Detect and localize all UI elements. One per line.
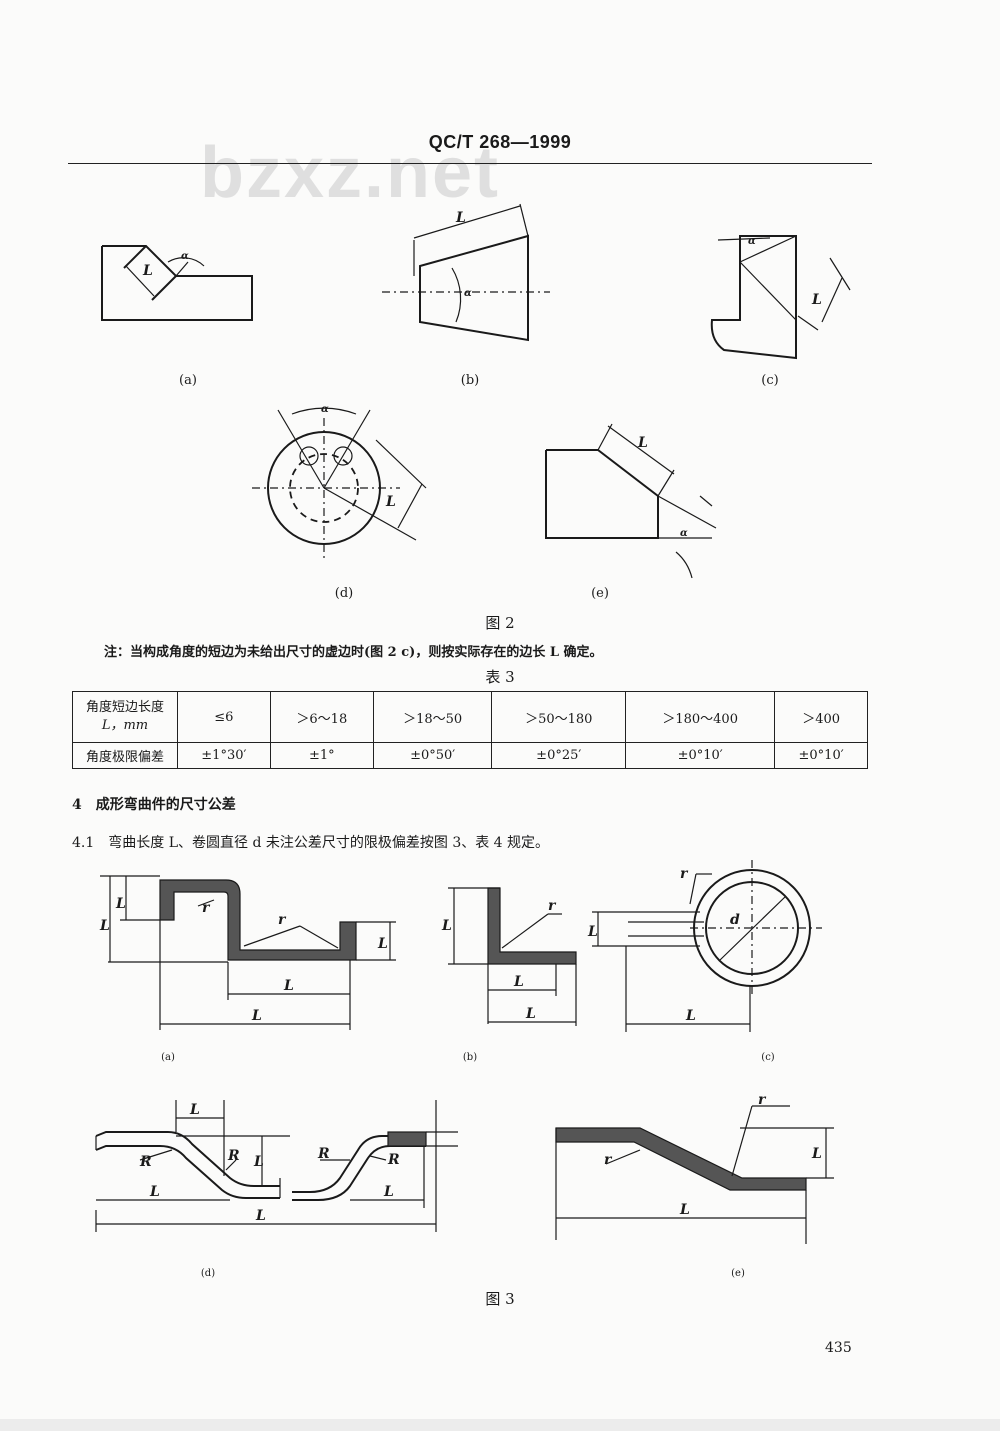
table-header-length: 角度短边长度 L，mm: [72, 691, 178, 743]
table-cell: ＞18～50: [372, 691, 493, 743]
table-3-title: 表 3: [485, 668, 515, 686]
fig3a-length-label-bottom: L: [283, 978, 294, 994]
fig3d-length-label-left: L: [149, 1184, 160, 1200]
page-number: 435: [825, 1340, 852, 1356]
fig2b-length-label: L: [455, 210, 466, 226]
table-3: 角度短边长度 L，mm ≤6 ＞6～18 ＞18～50 ＞50～180 ＞180…: [72, 691, 868, 769]
fig3a-length-label-outer: L: [99, 918, 110, 934]
figure-3d: L L L L L R R R R (d): [95, 1100, 458, 1279]
table-cell: ±1°30′: [177, 742, 271, 769]
row-header-unit: L，mm: [101, 718, 149, 733]
table-cell: ＞50～180: [491, 691, 627, 743]
figure-2b: L α (b): [382, 203, 550, 388]
fig3d-length-label-total: L: [255, 1208, 266, 1224]
figure-3: L L L L L r r (a) L L L r (b): [95, 860, 834, 1279]
table-cell: ±0°10′: [625, 742, 776, 769]
fig3a-length-label-right: L: [377, 936, 388, 952]
figure-3b: L L L r (b): [441, 887, 577, 1063]
fig3a-caption: (a): [161, 1052, 175, 1063]
fig3c-length-label-left: L: [587, 924, 598, 940]
fig2b-angle-label: α: [464, 288, 472, 299]
table-row: 角度短边长度 L，mm ≤6 ＞6～18 ＞18～50 ＞50～180 ＞180…: [72, 691, 868, 743]
fig3d-length-label-right: L: [383, 1184, 394, 1200]
table-cell: ±0°10′: [774, 742, 868, 769]
fig3e-length-label-vert: L: [811, 1146, 822, 1162]
section-4-heading: 4 成形弯曲件的尺寸公差: [72, 797, 236, 813]
fig3a-radius-label: r: [202, 900, 211, 916]
fig3d-radius-label-4: R: [387, 1152, 400, 1168]
standard-code: QC/T 268—1999: [428, 132, 572, 152]
fig2d-length-label: L: [385, 494, 396, 510]
fig2e-caption: (e): [591, 586, 609, 601]
watermark: bzxz.net: [200, 133, 501, 213]
figure-note: 注：当构成角度的短边为未给出尺寸的虚边时(图 2 c)，则按实际存在的边长 L …: [104, 645, 603, 660]
fig3b-radius-label: r: [548, 898, 557, 914]
fig3d-radius-label-3: R: [317, 1146, 330, 1162]
fig3d-radius-label-1: R: [139, 1154, 152, 1170]
table-cell: ±0°25′: [491, 742, 627, 769]
fig3c-caption: (c): [761, 1052, 775, 1063]
fig2c-length-label: L: [811, 292, 822, 308]
fig3e-radius-label-1: r: [758, 1092, 767, 1108]
figure-2a: L α (a): [101, 245, 253, 388]
fig3c-diameter-label: d: [730, 912, 740, 928]
fig3d-length-label-top: L: [189, 1102, 200, 1118]
fig2d-caption: (d): [335, 586, 353, 601]
fig3b-length-label-total: L: [525, 1006, 536, 1022]
fig2b-caption: (b): [461, 373, 479, 388]
table-cell: ＞180～400: [625, 691, 776, 743]
fig3e-length-label-total: L: [679, 1202, 690, 1218]
figure-2-title: 图 2: [485, 614, 515, 632]
table-row: 角度极限偏差 ±1°30′ ±1° ±0°50′ ±0°25′ ±0°10′ ±…: [72, 742, 868, 769]
figure-3-title: 图 3: [485, 1290, 515, 1308]
row-header-label: 角度短边长度: [85, 700, 164, 715]
clause-4-1: 4.1 弯曲长度 L、卷圆直径 d 未注公差尺寸的限极偏差按图 3、表 4 规定…: [72, 835, 550, 851]
fig3b-length-label-left: L: [441, 918, 452, 934]
footer-strip: [0, 1419, 1000, 1431]
fig3d-caption: (d): [201, 1268, 215, 1279]
table-cell: ±1°: [269, 742, 374, 769]
fig2e-length-label: L: [637, 435, 648, 451]
fig2c-caption: (c): [761, 373, 778, 388]
table-cell: ≤6: [177, 691, 271, 743]
fig2c-angle-label: α: [748, 236, 756, 247]
figure-3e: L L r r (e): [555, 1092, 834, 1279]
fig3a-length-label-total: L: [251, 1008, 262, 1024]
figure-2e: L α (e): [545, 423, 717, 601]
fig3d-length-label-vert: L: [253, 1154, 264, 1170]
header-rule: [68, 163, 872, 164]
fig3e-radius-label-2: r: [604, 1152, 613, 1168]
figure-2c: L α (c): [710, 235, 851, 388]
table-cell: ±0°50′: [372, 742, 493, 769]
table-cell: ＞400: [774, 691, 868, 743]
fig3d-radius-label-2: R: [227, 1148, 240, 1164]
figure-2: L α (a) L α (b) L α (c): [101, 203, 851, 601]
fig3a-radius-label-2: r: [278, 912, 287, 928]
fig2d-angle-label: α: [321, 404, 329, 415]
fig3c-length-label: L: [685, 1008, 696, 1024]
table-header-tolerance: 角度极限偏差: [72, 742, 178, 769]
fig3a-length-label-inner: L: [115, 896, 126, 912]
fig2a-length-label: L: [142, 263, 153, 279]
figure-2d: L α (d): [252, 404, 427, 601]
figure-3c: d L L r (c): [587, 860, 822, 1063]
fig2e-angle-label: α: [680, 528, 688, 539]
table-cell: ＞6～18: [269, 691, 374, 743]
fig2a-caption: (a): [179, 373, 197, 388]
fig3b-caption: (b): [463, 1052, 477, 1063]
fig3b-length-label-bottom: L: [513, 974, 524, 990]
fig2a-angle-label: α: [181, 251, 189, 262]
fig3e-caption: (e): [731, 1268, 745, 1279]
figure-3a: L L L L L r r (a): [99, 875, 396, 1063]
fig3c-radius-label: r: [680, 866, 689, 882]
